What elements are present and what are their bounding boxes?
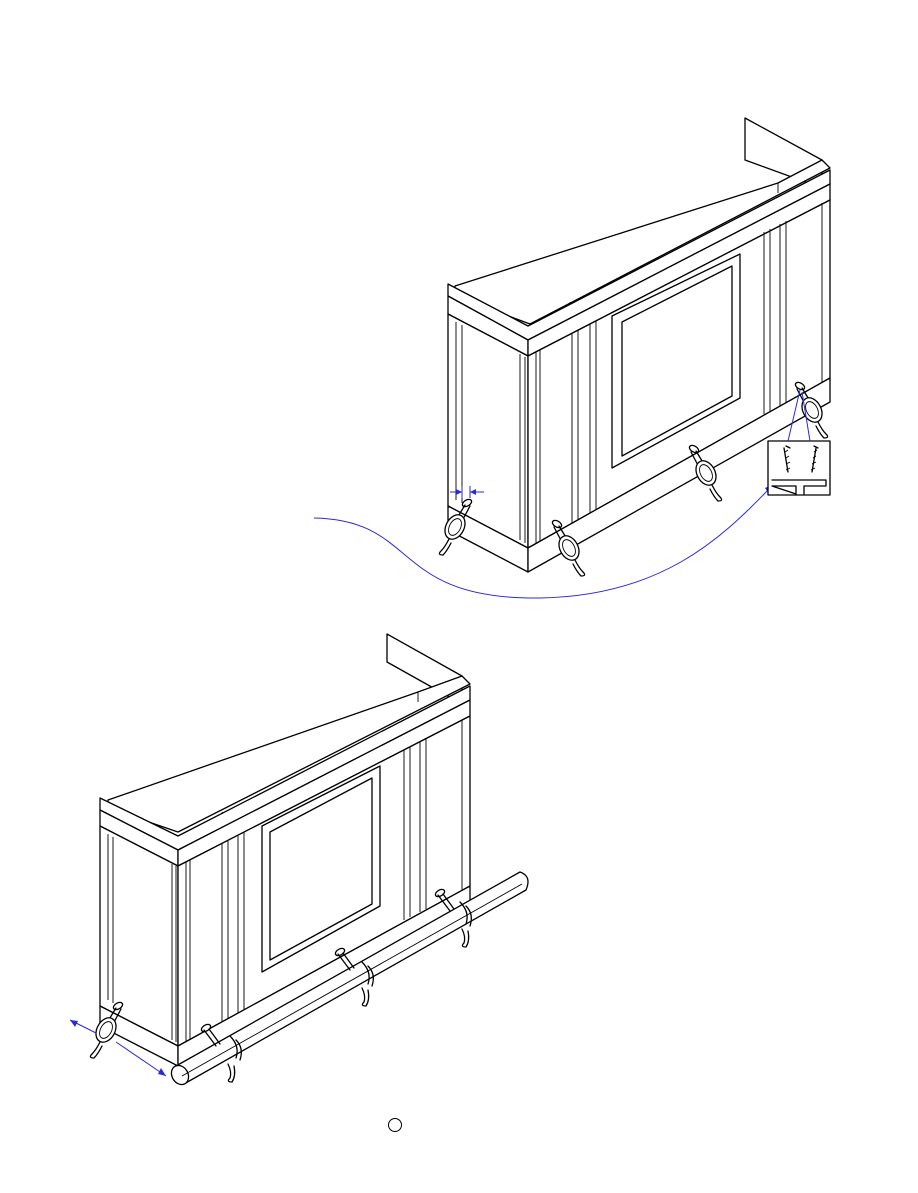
bottom-spacing-dimension (69, 1019, 167, 1077)
top-spacing-dimension (450, 486, 484, 498)
top-motion-curve (313, 487, 771, 599)
bottom-bracket-3 (333, 946, 374, 1007)
top-detail-callout (767, 389, 831, 496)
bottom-foot-rail (170, 871, 529, 1086)
bottom-bracket-4 (433, 887, 472, 948)
bottom-bracket-2 (199, 1022, 242, 1083)
top-kick-base (527, 377, 831, 573)
top-figure-bar-unit (313, 117, 831, 599)
bottom-figure-bar-unit (69, 633, 529, 1086)
page-number-marker (388, 1118, 402, 1132)
